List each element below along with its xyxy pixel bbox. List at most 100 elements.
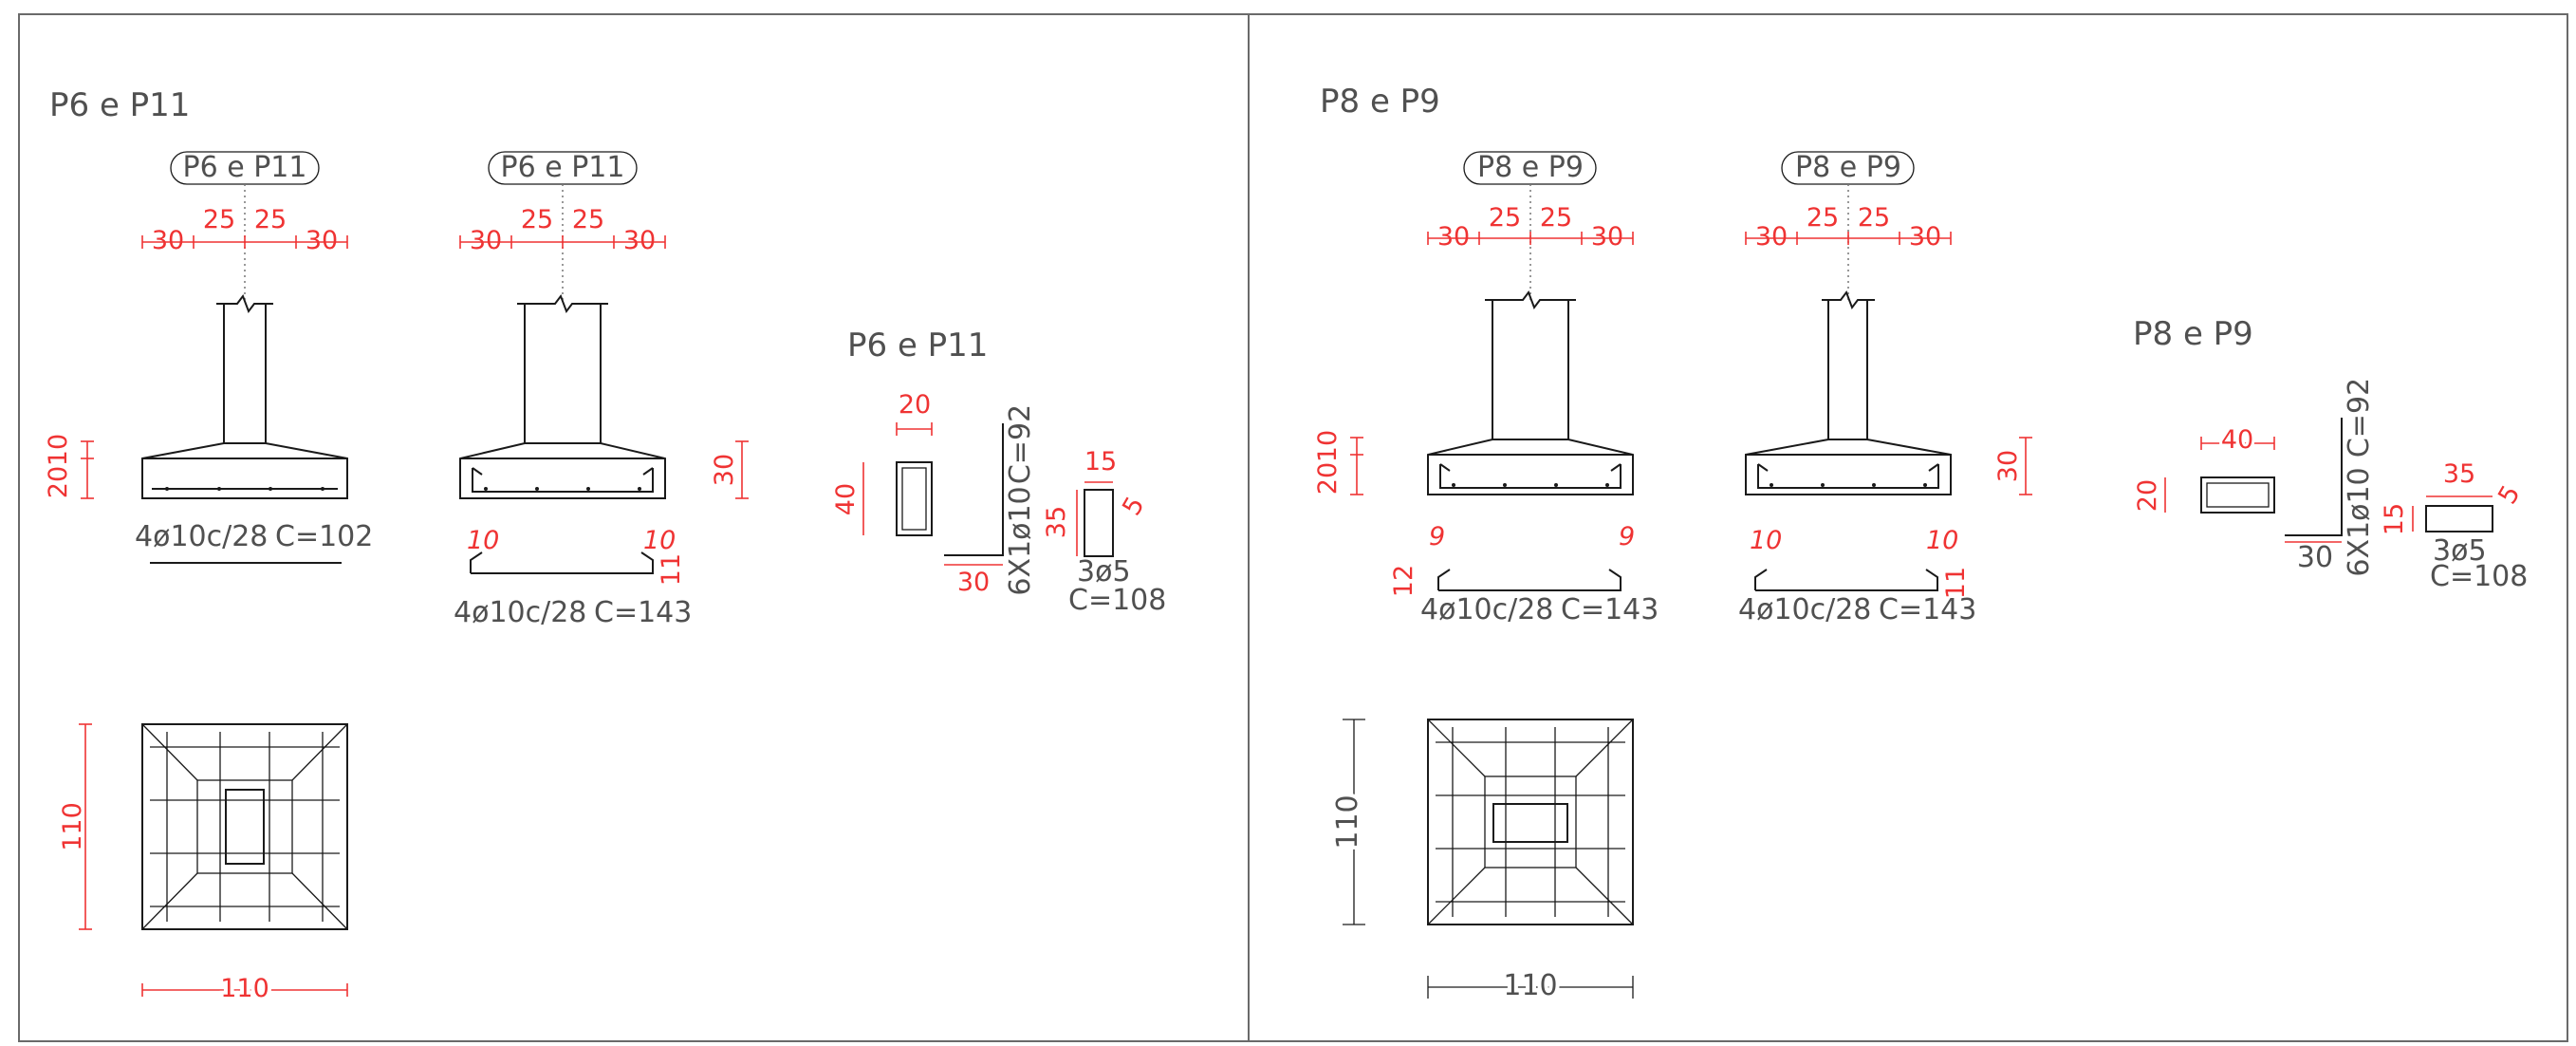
hook-left: 10 [1750,526,1782,555]
right-plan-width: 110 [1503,969,1557,1002]
left-panel: P6 e P11 P6 e P11 30 25 25 30 [44,86,1166,1007]
hook-right: 10 [1926,526,1958,555]
left-footing-a-section [141,442,348,499]
left-long-bar [944,423,1004,556]
left-long-bar-label: 6X1ø10 [1004,486,1037,595]
left-stir-w: 20 [899,390,931,420]
right-title: P8 e P9 [1320,83,1440,121]
left-long-hook: 30 [957,568,990,597]
left-bar-a-label: 4ø10c/28 [135,520,268,553]
right-panel: P8 e P9 P8 e P9 30 25 25 30 [1313,83,2528,1006]
right-bar-a-length: C=143 [1561,593,1659,626]
left-s2-hook: 5 [1117,492,1150,520]
right-s2-hook: 5 [2493,480,2526,509]
hook-left: 10 [467,526,499,555]
left-bar-b-shape: 10 10 11 [467,526,686,586]
right-bar-a-label: 4ø10c/28 [1420,593,1553,626]
right-dim-height-b: 30 [1993,437,2033,495]
right-dims-top-b: 30 25 25 30 [1745,203,1952,252]
left-s2-h: 35 [1042,506,1071,538]
left-plan-height: 110 [58,802,87,851]
right-plan-height: 110 [1331,794,1364,849]
dim-top-4: 30 [306,226,338,255]
hook-left: 9 [1429,522,1445,551]
left-tag-b: P6 e P11 [501,151,625,184]
right-dim-height-a: 20 10 [1313,430,1364,495]
dim-top-2: 25 [203,205,235,234]
right-stir-h: 20 [2133,479,2162,512]
right-long-bar-label: 6X1ø10 [2343,467,2376,576]
dim-top-2: 25 [1807,203,1839,233]
dim-top-2: 25 [521,205,553,234]
left-stirrup-rect [896,461,933,536]
right-s2-h: 15 [2380,503,2409,535]
dim-height-30: 30 [1993,450,2023,482]
left-footing-a: P6 e P11 30 25 25 30 20 10 [44,151,373,564]
left-bar-a-length: C=102 [275,520,373,553]
left-column-b [517,293,608,443]
dim-height-20: 20 [44,466,73,498]
right-bar-b-length: C=143 [1879,593,1976,626]
dim-top-2: 25 [1489,203,1521,233]
right-stirrup-title: P8 e P9 [2133,315,2253,353]
dim-height-10: 10 [44,434,73,466]
hook-side: 11 [1941,567,1971,599]
left-s2-w: 15 [1084,447,1117,476]
right-dims-top-a: 30 25 25 30 [1427,203,1634,252]
right-stir-w: 40 [2221,425,2253,455]
left-dims-top-a: 30 25 25 30 [141,205,348,255]
left-dims-top-b: 30 25 25 30 [459,205,666,255]
left-stir-h: 40 [831,483,861,515]
right-footing-b: P8 e P9 30 25 25 30 30 10 [1738,151,2033,626]
dim-top-4: 30 [1909,222,1941,252]
right-footing-a: P8 e P9 30 25 25 30 20 10 [1313,151,1659,626]
right-s2-bar: 3ø5 [2433,534,2487,568]
left-stirrup2-rect [1084,489,1114,557]
right-bar-b-shape: 10 10 11 [1750,526,1971,599]
left-column-a [216,293,273,443]
dim-top-3: 25 [1858,203,1890,233]
right-footing-a-section [1427,439,1634,495]
left-dim-height-b: 30 [710,440,750,499]
left-stirrup-title: P6 e P11 [847,327,988,364]
dim-top-1: 30 [152,226,184,255]
right-long-hook: 30 [2297,541,2333,574]
right-long-bar-length: C=92 [2343,378,2376,458]
left-title: P6 e P11 [49,86,190,124]
left-s2-bar: 3ø5 [1077,555,1131,588]
right-s2-w: 35 [2443,459,2475,489]
hook-right: 10 [643,526,676,555]
dim-top-3: 25 [572,205,604,234]
hook-side: 11 [657,553,686,586]
dim-top-4: 30 [623,226,656,255]
right-tag-b: P8 e P9 [1795,151,1901,184]
dim-height-10: 10 [1313,430,1343,462]
right-tag-a: P8 e P9 [1477,151,1584,184]
right-stirrup-rect [2200,476,2275,514]
hook-side: 12 [1389,565,1418,597]
right-column-b [1822,290,1875,439]
dim-height-20: 20 [1313,462,1343,495]
dim-top-3: 25 [1540,203,1572,233]
left-bar-b-length: C=143 [594,596,692,629]
right-footing-b-section [1745,439,1952,495]
left-footing-b: P6 e P11 30 25 25 30 30 10 [454,151,750,629]
right-bar-b-label: 4ø10c/28 [1738,593,1871,626]
hook-right: 9 [1619,522,1635,551]
left-bar-b-label: 4ø10c/28 [454,596,586,629]
left-tag-a: P6 e P11 [183,151,307,184]
dim-top-1: 30 [470,226,502,255]
left-long-bar-length: C=92 [1004,404,1037,484]
right-long-bar [2285,418,2343,536]
right-stirrup-detail: P8 e P9 40 20 30 6X1ø10 C=92 35 15 5 3ø5… [2133,315,2528,593]
dim-top-1: 30 [1755,222,1788,252]
right-s2-length: C=108 [2430,560,2528,593]
dim-top-3: 25 [254,205,287,234]
dim-top-4: 30 [1591,222,1623,252]
right-plan-view: 110 110 [1327,719,1634,1006]
right-bar-a-shape: 9 9 12 [1389,522,1635,597]
right-stirrup2-rect [2425,505,2493,532]
left-dim-height-a: 20 10 [44,434,95,499]
left-footing-b-section [459,442,666,499]
